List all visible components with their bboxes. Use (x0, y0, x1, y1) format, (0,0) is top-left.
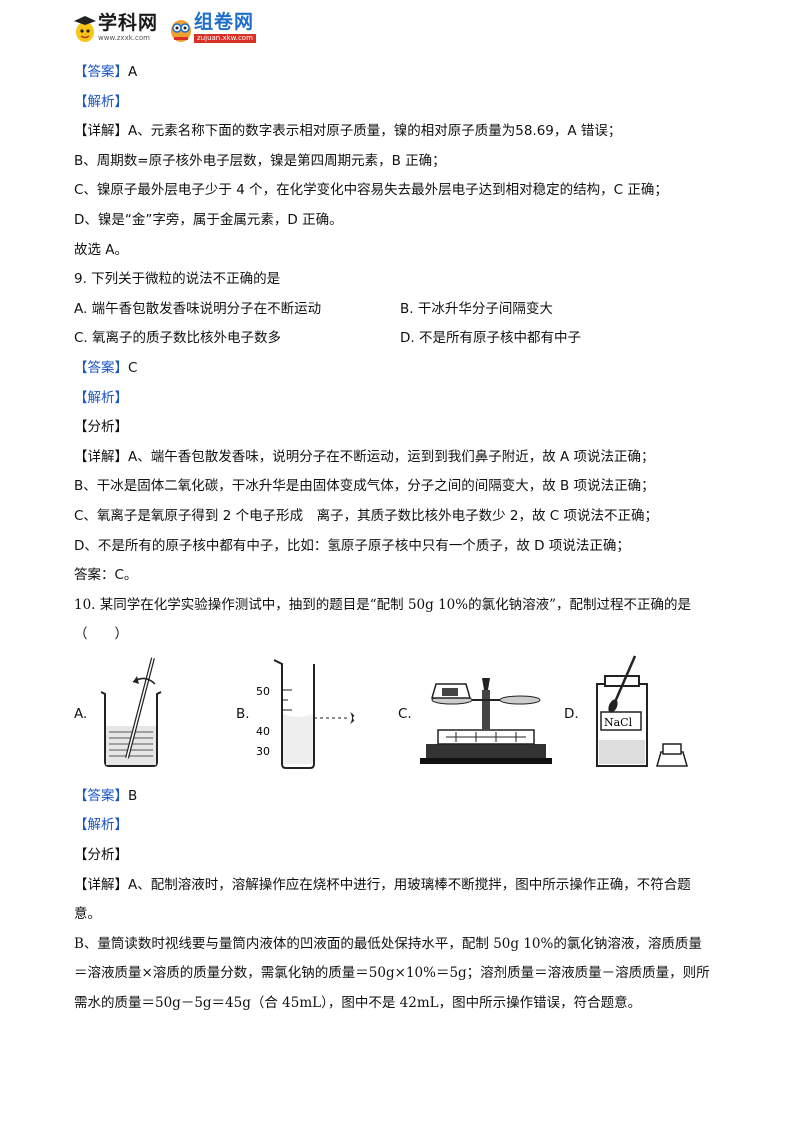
q9-stem: 9. 下列关于微粒的说法不正确的是 (74, 271, 281, 288)
cylinder-mark-40: 40 (256, 725, 270, 738)
q10-detail-1-text: A、配制溶液时，溶解操作应在烧杯中进行，用玻璃棒不断搅拌，图中所示操作正确，不符… (128, 876, 691, 893)
q9-options-row-1: A. 端午香包散发香味说明分子在不断运动 B. 干冰升华分子间隔变大 (74, 295, 734, 325)
measuring-cylinder-icon: 50 40 30 (256, 658, 357, 769)
nacl-label: NaCl (604, 716, 633, 729)
q9-answer: C (128, 359, 138, 376)
q9-option-c: C. 氧离子的质子数比核外电子数多 (74, 330, 282, 347)
header-logos: 学科网 www.zxxk.com 组卷网 zujuan.xkw.com (72, 8, 266, 48)
q8-detail-4: D、镍是“金”字旁，属于金属元素，D 正确。 (74, 211, 343, 228)
logo2-name: 组卷网 (194, 11, 255, 33)
figure-b-label: B. (236, 705, 250, 722)
q10-detail-4: 需水的质量＝50g－5g＝45g（合 45mL），图中不是 42mL，图中所示操… (74, 995, 642, 1012)
q8-detail-1: 【详解】A、元素名称下面的数字表示相对原子质量，镍的相对原子质量为58.69，A… (74, 117, 734, 147)
answer-tag: 【答案】 (74, 787, 128, 804)
q10-answer: B (128, 787, 138, 804)
q8-answer: A (128, 64, 138, 80)
q9-options-row-2: C. 氧离子的质子数比核外电子数多 D. 不是所有原子核中都有中子 (74, 324, 734, 354)
zxxk-logo[interactable]: 学科网 www.zxxk.com (72, 13, 158, 43)
balance-scale-icon (419, 677, 552, 764)
q9-analysis-tag: 【解析】 (74, 389, 128, 406)
q10-detail-1: 【详解】A、配制溶液时，溶解操作应在烧杯中进行，用玻璃棒不断搅拌，图中所示操作正… (74, 871, 734, 901)
cylinder-mark-30: 30 (256, 745, 270, 758)
q9-detail-4: D、不是所有的原子核中都有中子，比如：氢原子原子核中只有一个质子，故 D 项说法… (74, 537, 630, 554)
answer-tag: 【答案】 (74, 64, 128, 80)
logo1-url: www.zxxk.com (98, 34, 150, 42)
reagent-bottle-icon: NaCl (595, 655, 688, 767)
figure-c-weighing-balance: C. (398, 654, 556, 774)
logo2-url: zujuan.xkw.com (194, 34, 256, 43)
document-body: 【答案】A 【解析】 【详解】A、元素名称下面的数字表示相对原子质量，镍的相对原… (74, 58, 734, 1019)
cylinder-mark-50: 50 (256, 685, 270, 698)
q8-analysis-tag: 【解析】 (74, 93, 128, 110)
q8-detail-1-text: A、元素名称下面的数字表示相对原子质量，镍的相对原子质量为58.69，A 错误； (128, 123, 622, 140)
owl-mascot-icon (171, 20, 192, 42)
q9-conclusion: 答案：C。 (74, 567, 138, 584)
q9-detail-1: 【详解】A、端午香包散发香味，说明分子在不断运动，运到到我们鼻子附近，故 A 项… (74, 443, 734, 473)
q10-paren: （ ） (74, 626, 128, 643)
q10-detail-1b: 意。 (74, 906, 101, 923)
q9-option-d: D. 不是所有原子核中都有中子 (400, 330, 581, 347)
q10-stem: 10. 某同学在化学实验操作测试中，抽到的题目是“配制 50g 10%的氯化钠溶… (74, 596, 691, 613)
q9-fenxi-tag: 【分析】 (74, 419, 128, 436)
q8-answer-line: 【答案】A (74, 58, 734, 88)
beaker-stirring-icon (100, 657, 162, 767)
detail-tag: 【详解】 (74, 448, 128, 465)
q9-detail-1-text: A、端午香包散发香味，说明分子在不断运动，运到到我们鼻子附近，故 A 项说法正确… (128, 448, 655, 465)
figure-b-reading-cylinder: B. 50 (236, 654, 374, 774)
detail-tag: 【详解】 (74, 123, 128, 140)
q10-analysis-tag: 【解析】 (74, 817, 128, 834)
q8-detail-2: B、周期数=原子核外电子层数，镍是第四周期元素，B 正确； (74, 152, 446, 169)
answer-tag: 【答案】 (74, 359, 128, 376)
mascot-icon (74, 16, 96, 42)
q9-detail-3: C、氧离子是氧原子得到 2 个电子形成 离子，其质子数比核外电子数少 2，故 C… (74, 507, 658, 524)
figure-d-taking-nacl: D. NaCl (564, 654, 703, 774)
q10-fenxi-tag: 【分析】 (74, 847, 128, 864)
logo1-name: 学科网 (98, 12, 159, 34)
figure-a-dissolving: A. (74, 654, 171, 774)
q8-detail-3: C、镍原子最外层电子少于 4 个，在化学变化中容易失去最外层电子达到相对稳定的结… (74, 182, 668, 199)
q10-answer-line: 【答案】B (74, 782, 734, 812)
q9-option-a: A. 端午香包散发香味说明分子在不断运动 (74, 300, 322, 317)
q9-option-b: B. 干冰升华分子间隔变大 (400, 300, 553, 317)
zujuan-logo[interactable]: 组卷网 zujuan.xkw.com (168, 13, 256, 43)
q10-detail-2: B、量筒读数时视线要与量筒内液体的凹液面的最低处保持水平，配制 50g 10%的… (74, 935, 702, 952)
q10-detail-3: ＝溶液质量×溶质的质量分数，需氯化钠的质量＝50g×10%＝5g；溶剂质量＝溶液… (74, 965, 710, 982)
figure-a-label: A. (74, 705, 88, 722)
q8-conclusion: 故选 A。 (74, 241, 129, 258)
q9-detail-2: B、干冰是固体二氧化碳，干冰升华是由固体变成气体，分子之间的间隔变大，故 B 项… (74, 478, 655, 495)
q9-answer-line: 【答案】C (74, 354, 734, 384)
figure-c-label: C. (398, 705, 412, 722)
figure-d-label: D. (564, 705, 579, 722)
detail-tag: 【详解】 (74, 876, 128, 893)
q10-figures: A. B. (74, 654, 734, 782)
